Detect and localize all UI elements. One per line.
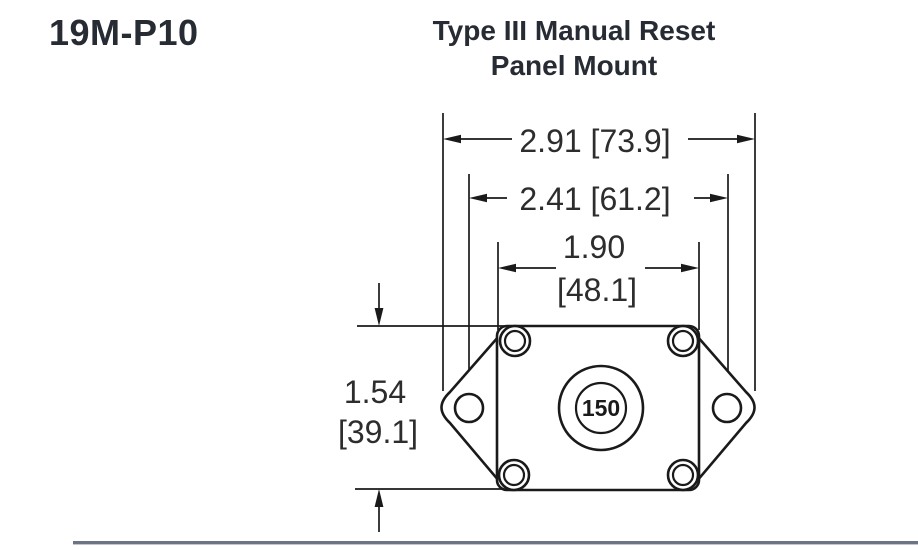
part-number: 19M-P10 [49, 12, 199, 53]
mounting-hole-right [711, 392, 743, 424]
terminal-stud-top-left [498, 324, 532, 358]
arrow-right-icon [681, 263, 699, 273]
arrow-up-icon [374, 489, 384, 507]
drawing-title-line2: Panel Mount [490, 50, 658, 81]
dim-body-width-mm-label: [48.1] [557, 272, 637, 308]
mounting-hole-left [453, 392, 485, 424]
reset-button-inner-circle [574, 381, 628, 435]
dim-overall-width-label: 2.91 [73.9] [519, 123, 670, 159]
stud-inner-ring [671, 463, 695, 487]
stud-inner-ring [502, 463, 526, 487]
arrow-left-icon [469, 193, 487, 203]
arrow-left-icon [498, 263, 516, 273]
terminal-stud-bottom-left [497, 458, 531, 492]
arrow-right-icon [737, 134, 755, 144]
stud-inner-ring [671, 329, 695, 353]
dim-body-height-mm-label: [39.1] [338, 414, 418, 450]
dim-body-height-in-label: 1.54 [344, 374, 406, 410]
arrow-down-icon [374, 308, 384, 326]
terminal-stud-top-right [666, 324, 700, 358]
drawing-title: Type III Manual Reset Panel Mount [374, 13, 774, 83]
dim-body-width-in-label: 1.90 [563, 229, 625, 265]
stud-inner-ring [503, 329, 527, 353]
footer-rule [73, 541, 918, 545]
drawing-title-line1: Type III Manual Reset [432, 15, 716, 46]
reset-button-outer-circle [557, 364, 645, 452]
dim-mount-hole-spacing-label: 2.41 [61.2] [519, 181, 670, 217]
arrow-left-icon [443, 134, 461, 144]
amp-rating-label: 150 [582, 395, 620, 421]
terminal-stud-bottom-right [666, 458, 700, 492]
arrow-right-icon [710, 193, 728, 203]
